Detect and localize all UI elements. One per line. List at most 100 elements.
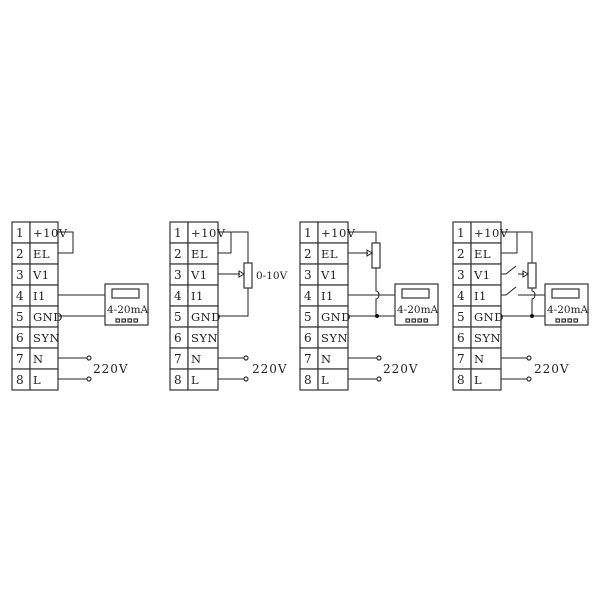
current-meter: 4-20mA bbox=[544, 283, 589, 326]
terminal-number: 6 bbox=[174, 331, 182, 345]
terminal-label-cell bbox=[317, 368, 349, 391]
terminal-label: GND bbox=[191, 310, 221, 324]
terminal-label: N bbox=[474, 352, 485, 366]
terminal-label: SYN bbox=[474, 331, 501, 345]
terminal-label: N bbox=[191, 352, 202, 366]
meter-button bbox=[115, 318, 121, 323]
terminal-label: EL bbox=[474, 247, 491, 261]
meter-label: 4-20mA bbox=[107, 304, 149, 316]
terminal-label: GND bbox=[474, 310, 504, 324]
meter-button bbox=[133, 318, 139, 323]
meter-button bbox=[417, 318, 423, 323]
terminal-label: EL bbox=[321, 247, 338, 261]
terminal-label: +10V bbox=[474, 226, 509, 240]
terminal-number: 5 bbox=[457, 310, 465, 324]
terminal-number: 3 bbox=[304, 268, 312, 282]
power-label: 220V bbox=[383, 362, 419, 376]
terminal-number: 3 bbox=[16, 268, 24, 282]
terminal-number: 3 bbox=[174, 268, 182, 282]
terminal-number: 6 bbox=[457, 331, 465, 345]
voltage-input-label: 0-10V bbox=[256, 270, 288, 282]
terminal-number: 8 bbox=[174, 373, 182, 387]
meter-label: 4-20mA bbox=[397, 304, 439, 316]
terminal-number: 5 bbox=[16, 310, 24, 324]
terminal-label-cell bbox=[187, 368, 219, 391]
terminal-label: +10V bbox=[191, 226, 226, 240]
terminal-label: I1 bbox=[191, 289, 204, 303]
power-label: 220V bbox=[252, 362, 288, 376]
terminal-label: EL bbox=[33, 247, 50, 261]
terminal-number: 4 bbox=[304, 289, 312, 303]
meter-button bbox=[127, 318, 133, 323]
terminal-number: 6 bbox=[16, 331, 24, 345]
terminal-label: SYN bbox=[321, 331, 348, 345]
meter-label: 4-20mA bbox=[547, 304, 589, 316]
terminal-label: L bbox=[321, 373, 329, 387]
meter-button bbox=[121, 318, 127, 323]
meter-button bbox=[423, 318, 429, 323]
terminal-label: I1 bbox=[33, 289, 46, 303]
terminal-label: V1 bbox=[473, 268, 491, 282]
meter-button bbox=[573, 318, 579, 323]
terminal-number: 8 bbox=[304, 373, 312, 387]
terminal-number: 7 bbox=[174, 352, 182, 366]
meter-display bbox=[551, 288, 580, 299]
terminal-number: 8 bbox=[457, 373, 465, 387]
terminal-label: V1 bbox=[32, 268, 50, 282]
meter-button bbox=[561, 318, 567, 323]
power-label: 220V bbox=[93, 362, 129, 376]
terminal-number: 5 bbox=[174, 310, 182, 324]
diagram-3-wiring bbox=[348, 231, 395, 382]
terminal-number: 8 bbox=[16, 373, 24, 387]
terminal-label: SYN bbox=[33, 331, 60, 345]
potentiometer bbox=[243, 262, 253, 289]
terminal-number: 4 bbox=[174, 289, 182, 303]
terminal-number: 1 bbox=[16, 226, 24, 240]
terminal-number: 2 bbox=[16, 247, 24, 261]
terminal-label: I1 bbox=[474, 289, 487, 303]
terminal-label: GND bbox=[33, 310, 63, 324]
terminal-number: 2 bbox=[174, 247, 182, 261]
terminal-label: +10V bbox=[321, 226, 356, 240]
potentiometer bbox=[371, 242, 381, 269]
current-meter: 4-20mA bbox=[394, 283, 439, 326]
terminal-label: N bbox=[321, 352, 332, 366]
terminal-label: L bbox=[191, 373, 199, 387]
terminal-label: +10V bbox=[33, 226, 68, 240]
terminal-label: N bbox=[33, 352, 44, 366]
terminal-label: GND bbox=[321, 310, 351, 324]
terminal-number: 5 bbox=[304, 310, 312, 324]
meter-button bbox=[567, 318, 573, 323]
power-label: 220V bbox=[534, 362, 570, 376]
terminal-number: 1 bbox=[457, 226, 465, 240]
terminal-label: L bbox=[474, 373, 482, 387]
meter-button bbox=[411, 318, 417, 323]
terminal-number: 1 bbox=[304, 226, 312, 240]
meter-button bbox=[405, 318, 411, 323]
terminal-number: 1 bbox=[174, 226, 182, 240]
terminal-label-cell bbox=[29, 368, 59, 391]
terminal-number: 3 bbox=[457, 268, 465, 282]
terminal-label: EL bbox=[191, 247, 208, 261]
terminal-number: 4 bbox=[457, 289, 465, 303]
terminal-label: V1 bbox=[320, 268, 338, 282]
terminal-number: 2 bbox=[304, 247, 312, 261]
meter-button bbox=[555, 318, 561, 323]
meter-display bbox=[401, 288, 430, 299]
terminal-number: 7 bbox=[304, 352, 312, 366]
terminal-label: V1 bbox=[190, 268, 208, 282]
current-meter: 4-20mA bbox=[104, 283, 149, 326]
meter-display bbox=[111, 288, 140, 299]
terminal-label: L bbox=[33, 373, 41, 387]
diagram-4-wiring bbox=[501, 231, 545, 382]
terminal-number: 2 bbox=[457, 247, 465, 261]
terminal-label: I1 bbox=[321, 289, 334, 303]
terminal-label: SYN bbox=[191, 331, 218, 345]
terminal-number: 6 bbox=[304, 331, 312, 345]
